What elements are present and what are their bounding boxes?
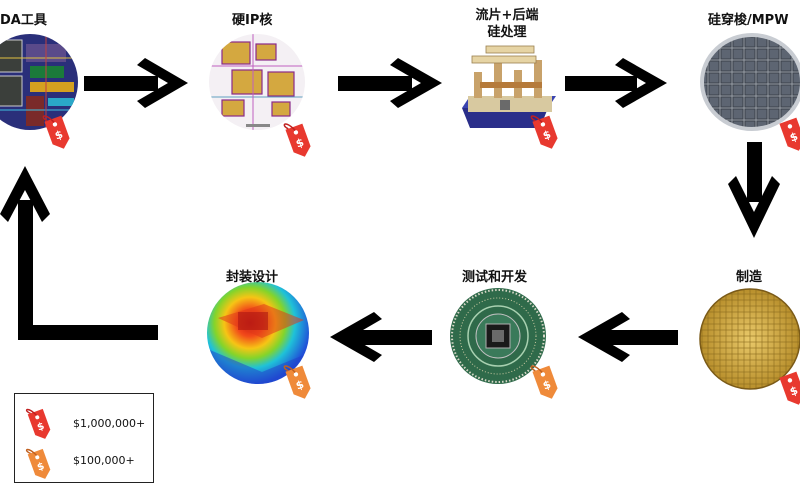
label-test-dev: 测试和开发: [462, 270, 528, 285]
price-tag-icon: $: [530, 365, 558, 399]
arrow-tapeout-to-mpw: [565, 58, 667, 108]
svg-text:$: $: [294, 378, 306, 393]
svg-text:$: $: [788, 384, 800, 399]
legend-high-cost: $1,000,000+: [73, 417, 146, 430]
eda-tools-image: [0, 34, 78, 130]
svg-text:$: $: [53, 128, 65, 143]
legend-low-cost: $100,000+: [73, 454, 135, 467]
arrow-manufacture-to-test: [578, 312, 678, 362]
price-tag-icon: $: [42, 115, 70, 149]
price-tag-icon: $: [283, 365, 311, 399]
svg-text:$: $: [36, 421, 46, 434]
mpw-wafer-image: [700, 33, 800, 131]
arrow-ip-to-tapeout: [338, 58, 442, 108]
label-tapeout: 流片+后端 硅处理: [462, 7, 552, 41]
price-tag-icon: $: [283, 123, 311, 157]
price-tag-icon: $: [530, 115, 558, 149]
svg-text:$: $: [788, 130, 800, 145]
cost-legend: $ $ $1,000,000+ $100,000+: [14, 393, 154, 483]
svg-text:$: $: [36, 461, 46, 474]
label-package: 封装设计: [226, 270, 279, 285]
tapeout-structure-image: [462, 45, 556, 128]
arrow-package-to-eda: [0, 166, 158, 340]
label-eda-tools: DA工具: [0, 13, 47, 28]
svg-text:$: $: [541, 128, 553, 143]
label-tapeout-line1: 流片+后端: [475, 8, 539, 23]
svg-text:$: $: [541, 378, 553, 393]
arrow-test-to-package: [330, 312, 432, 362]
price-tag-icon: $: [779, 117, 800, 151]
label-manufacture: 制造: [736, 270, 763, 285]
price-tag-icon: $: [779, 371, 800, 405]
arrow-mpw-to-manufacture: [728, 142, 780, 238]
label-silicon-mpw: 硅穿梭/MPW: [708, 13, 789, 28]
label-tapeout-line2: 硅处理: [487, 25, 527, 40]
hard-ip-core-image: [209, 34, 305, 130]
manufacturing-wafer-image: [699, 288, 800, 390]
package-thermal-image: [207, 282, 309, 384]
price-tag-icon: $: [25, 448, 51, 479]
svg-text:$: $: [294, 136, 306, 151]
price-tag-icon: $: [25, 408, 51, 439]
label-hard-ip: 硬IP核: [232, 13, 273, 28]
arrow-eda-to-ip: [84, 58, 188, 108]
legend-icons: $ $: [25, 408, 51, 479]
test-board-image: [450, 288, 546, 384]
